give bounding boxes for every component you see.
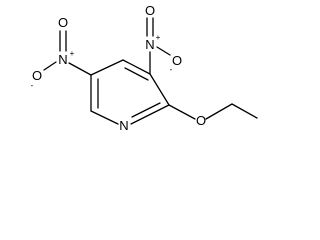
- nitro3-nitrogen-label: N: [145, 37, 154, 52]
- bond-o-ch2: [205, 103, 233, 120]
- nitro5-oxygen-charge: -: [31, 81, 34, 90]
- nitro3-nitrogen-charge: +: [156, 33, 161, 42]
- bond-c2-o: [168, 104, 196, 120]
- ether-oxygen-label: O: [196, 113, 206, 128]
- ring-nitrogen-label: N: [119, 118, 128, 133]
- bond-nitro5-n-o-bottom: [43, 61, 57, 71]
- bond-c3-c4-inner: [124, 67, 149, 81]
- nitro3-oxygen-top-label: O: [145, 3, 155, 18]
- bond-c6-n1: [90, 110, 119, 125]
- nitro3-oxygen-charge: -: [170, 65, 173, 74]
- pyridine-ring: [90, 59, 170, 125]
- chemical-structure-2-ethoxy-3-5-dinitropyridine: N O N + O O - N + O O -: [31, 3, 258, 133]
- bond-c3-c4: [122, 59, 151, 75]
- nitro5-oxygen-bottom-label: O: [32, 68, 42, 83]
- bond-n1-c2: [130, 104, 170, 125]
- nitro3-oxygen-bottom-label: O: [172, 53, 182, 68]
- nitro5-oxygen-top-label: O: [58, 15, 68, 30]
- bond-c4-c5: [90, 59, 124, 76]
- nitro-group-c5: [43, 30, 92, 76]
- nitro5-nitrogen-charge: +: [70, 49, 75, 58]
- bond-c2-c3: [149, 73, 170, 106]
- bond-n1-c2-inner: [131, 102, 161, 118]
- ethoxy-group: [168, 103, 258, 120]
- bond-nitro3-n-o-bottom: [156, 46, 171, 56]
- bond-ch2-ch3: [231, 103, 258, 119]
- nitro5-nitrogen-label: N: [58, 52, 67, 67]
- nitro-group-c3: [146, 17, 171, 75]
- bond-c5-nitro-n: [68, 62, 92, 76]
